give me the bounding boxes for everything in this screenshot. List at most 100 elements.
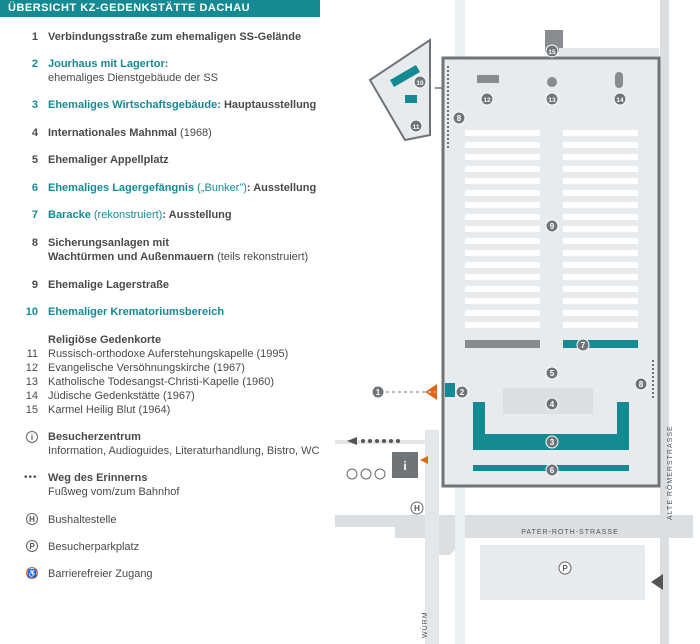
map-marker-3: 3 — [545, 435, 559, 449]
accessible-marker-visitor — [420, 456, 428, 464]
legend-text: Internationales Mahnmal — [48, 127, 177, 139]
svg-text:P: P — [562, 564, 568, 573]
barrack — [465, 262, 540, 268]
barrack — [563, 298, 638, 304]
legend-text: Ehemaliger Krematoriumsbereich — [48, 306, 225, 318]
legend-line2: Wachtürmen und Außenmauern — [48, 251, 215, 263]
barracks-rows — [465, 130, 638, 328]
legend-text: Ehemalige Lagerstraße — [48, 279, 170, 291]
svg-text:12: 12 — [483, 97, 491, 104]
map-marker-8: 8 — [452, 111, 466, 125]
svg-text:3: 3 — [550, 438, 555, 447]
path-west — [335, 440, 425, 444]
svg-text:10: 10 — [416, 80, 424, 87]
maintenance-building — [473, 402, 629, 450]
svg-text:2: 2 — [460, 388, 465, 397]
svg-text:15: 15 — [548, 49, 556, 56]
barrack — [465, 310, 540, 316]
legend-num: 7 — [31, 209, 38, 221]
svg-text:8: 8 — [639, 380, 644, 389]
pater-roth-strasse — [395, 527, 693, 555]
barrack — [563, 322, 638, 328]
barrack — [563, 166, 638, 172]
svg-text:7: 7 — [581, 341, 586, 350]
page-title: ÜBERSICHT KZ-GEDENKSTÄTTE DACHAU — [0, 0, 320, 17]
info-icon: i — [403, 459, 406, 473]
barrack — [563, 262, 638, 268]
svg-text:1: 1 — [376, 388, 381, 397]
legend-num: 1 — [31, 31, 38, 43]
map-marker-12: 12 — [480, 92, 494, 106]
legend-rest: Hauptausstellung — [220, 99, 317, 111]
map-marker-9: 9 — [545, 219, 559, 233]
svg-text:9: 9 — [550, 222, 555, 231]
legend-num: 2 — [31, 58, 38, 70]
barrack — [563, 274, 638, 280]
map-marker-6: 6 — [545, 463, 559, 477]
memorial-walk — [347, 437, 400, 445]
wc-icon — [360, 468, 372, 480]
legend-num: 5 — [31, 154, 38, 166]
barrack — [465, 142, 540, 148]
legend-num: 6 — [31, 182, 38, 194]
svg-text:6: 6 — [550, 466, 555, 475]
barrack — [563, 286, 638, 292]
barrack — [465, 298, 540, 304]
legend-text: Baracke — [48, 209, 91, 221]
map-marker-13: 13 — [545, 92, 559, 106]
legend-light: (1968) — [176, 127, 212, 139]
barrack — [465, 250, 540, 256]
barrack-gray — [465, 340, 540, 348]
map-marker-14: 14 — [613, 92, 627, 106]
svg-text:13: 13 — [548, 97, 556, 104]
legend-text: Ehemaliges Lagergefängnis — [48, 182, 195, 194]
map-marker-8: 8 — [634, 377, 648, 391]
legend-num: 3 — [31, 99, 38, 111]
legend-light: („Bunker") — [194, 182, 247, 194]
wuerm-label: WÜRM — [421, 611, 429, 638]
barrack — [563, 178, 638, 184]
chapel-catholic — [547, 77, 557, 87]
legend-num: 4 — [31, 127, 38, 139]
map-marker-1: 1 — [371, 385, 385, 399]
parking-icon: P — [26, 540, 38, 552]
barrack — [465, 178, 540, 184]
info-icon: i — [26, 431, 38, 443]
barrack — [563, 310, 638, 316]
legend-num: 8 — [31, 237, 38, 249]
barrack — [465, 154, 540, 160]
svg-text:4: 4 — [550, 400, 555, 409]
parking-entrance — [651, 574, 663, 590]
barrack — [563, 238, 638, 244]
legend-num: 9 — [31, 279, 38, 291]
pater-roth-strasse-label: PATER-ROTH-STRASSE — [521, 529, 618, 536]
legend-text: Ehemaliges Wirtschaftsgebäude: — [48, 99, 221, 111]
barrack — [563, 142, 638, 148]
legend-text: Sicherungsanlagen mit — [48, 237, 170, 249]
jewish-memorial — [615, 72, 623, 88]
barrack — [465, 166, 540, 172]
crematorium-small — [405, 95, 417, 103]
barrack — [563, 190, 638, 196]
svg-text:8: 8 — [457, 114, 462, 123]
svg-text:H: H — [414, 504, 420, 513]
barrack — [465, 226, 540, 232]
svg-text:14: 14 — [616, 97, 624, 104]
barrack — [465, 322, 540, 328]
barrack — [563, 154, 638, 160]
map-marker-7: 7 — [576, 338, 590, 352]
barrack — [563, 250, 638, 256]
barrack — [465, 238, 540, 244]
legend-text: Verbindungsstraße zum ehemaligen SS-Gelä… — [48, 31, 302, 43]
barrack — [465, 214, 540, 220]
map-marker-10: 10 — [413, 75, 427, 89]
map-marker-11: 11 — [409, 119, 423, 133]
wheelchair-icon — [346, 468, 358, 480]
crematorium-building — [390, 65, 420, 87]
svg-text:11: 11 — [413, 124, 420, 131]
road-horizontal — [335, 515, 693, 527]
jourhaus-gate — [445, 383, 455, 397]
legend-num: 10 — [25, 306, 38, 318]
wheelchair-icon: ♿ — [26, 567, 38, 579]
